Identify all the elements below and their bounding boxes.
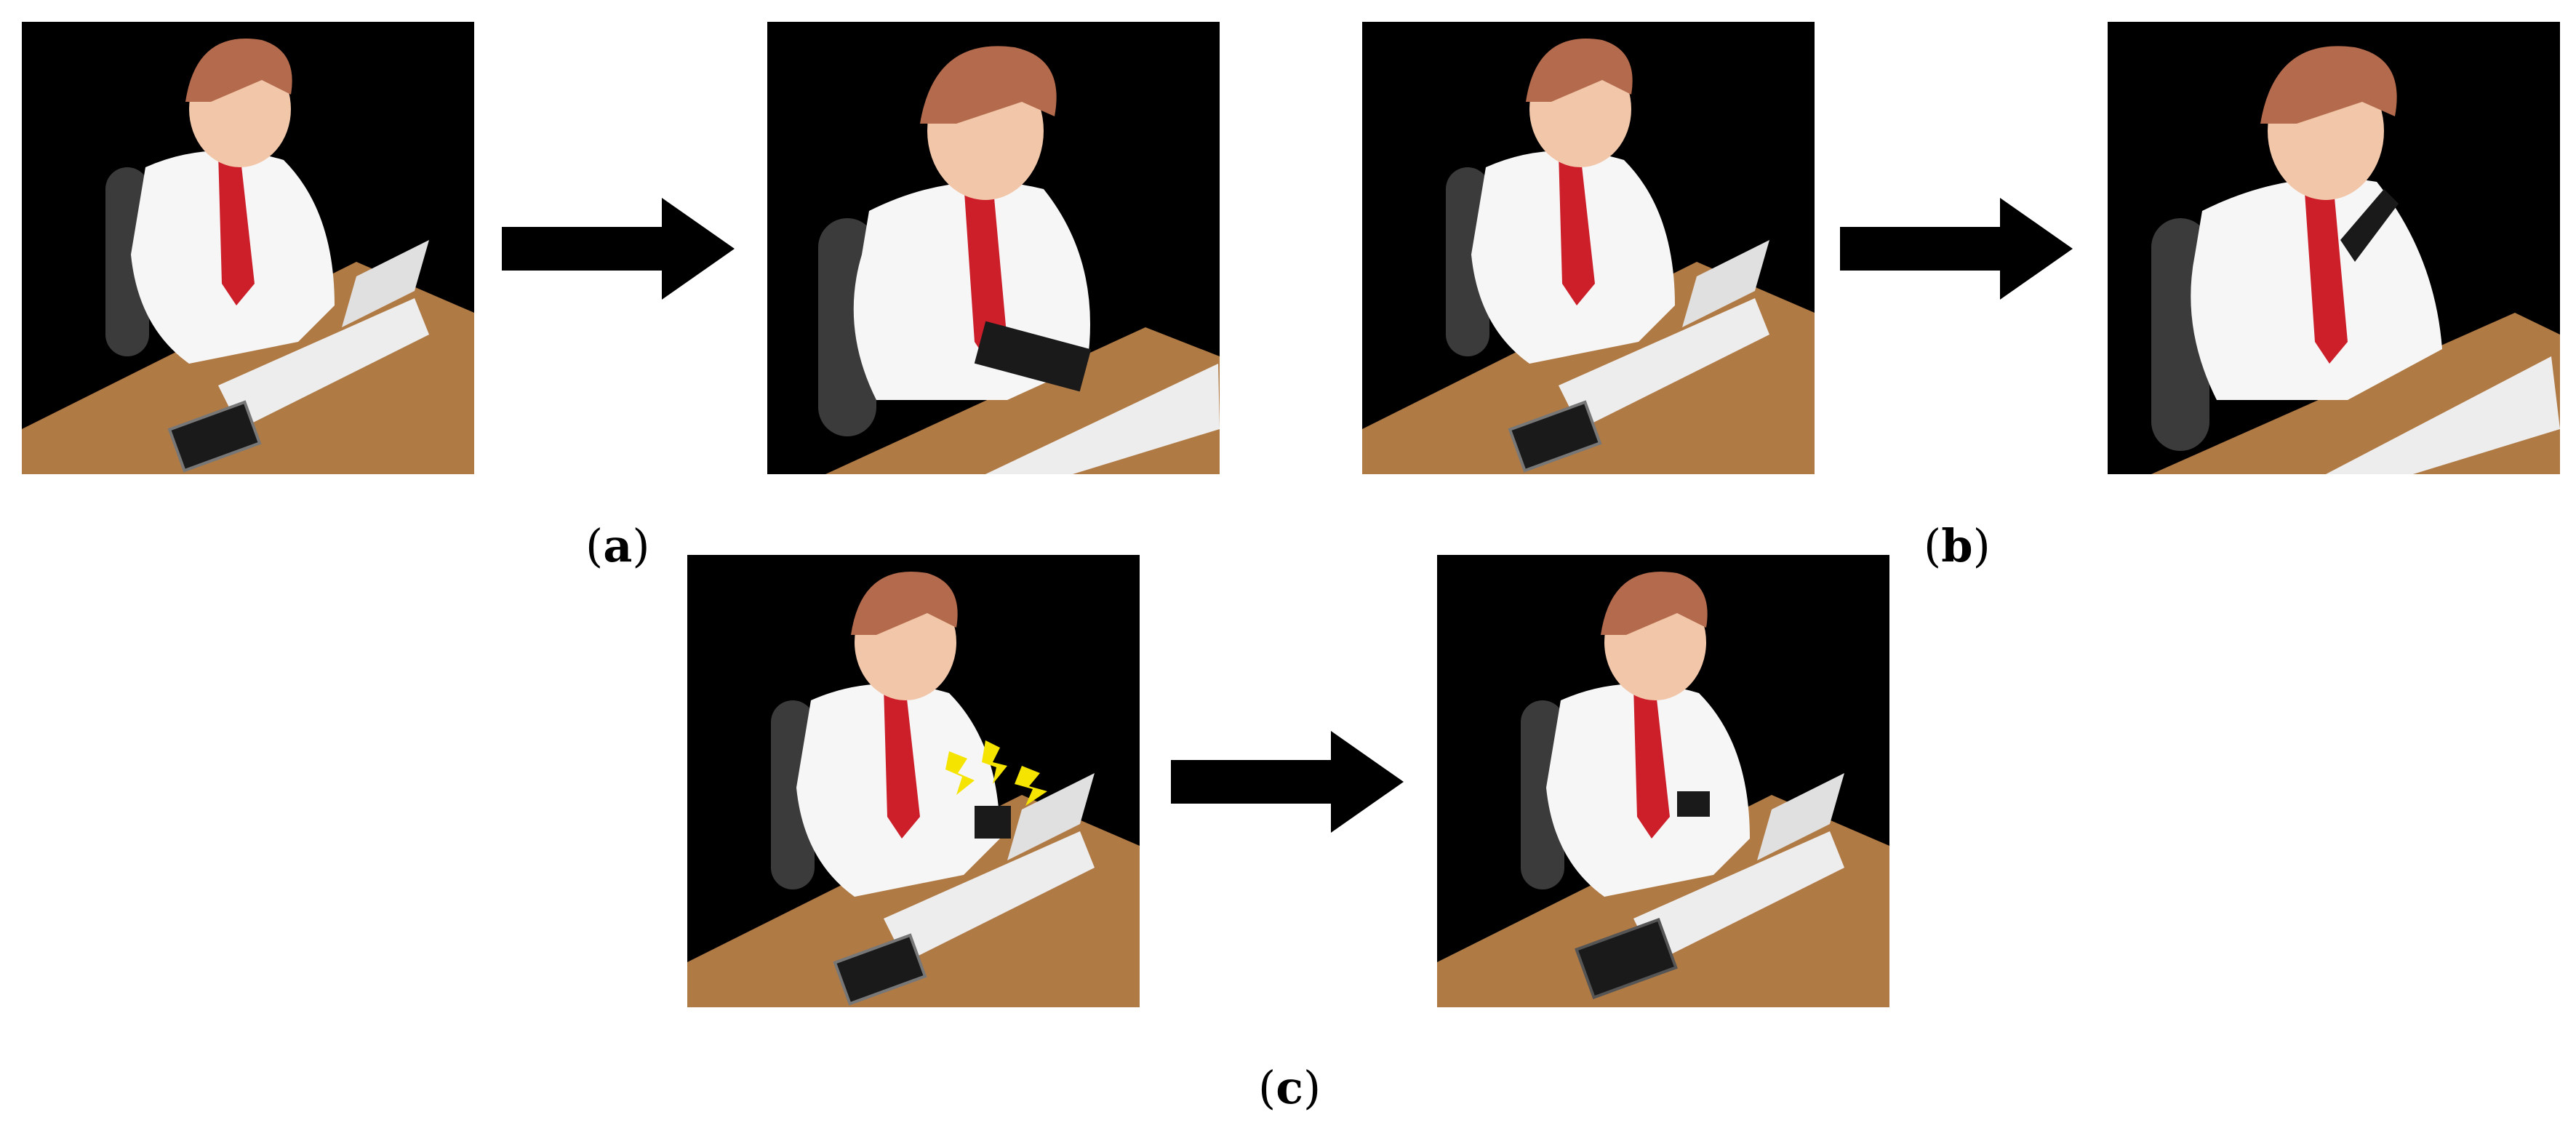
scene-holding-tablet-low — [767, 22, 1220, 474]
scene-typing-smartwatch — [1437, 555, 1889, 1007]
panel-b-after — [2108, 22, 2560, 474]
tie — [2304, 182, 2348, 364]
tablet — [833, 933, 927, 1006]
tablet — [167, 400, 262, 473]
arrow-b — [1840, 198, 2073, 300]
alert-bolt — [1015, 766, 1047, 806]
alert-bolt — [982, 740, 1007, 784]
hair — [920, 46, 1057, 124]
tie — [964, 182, 1007, 364]
smartwatch — [975, 806, 1011, 839]
tie — [1633, 686, 1670, 839]
hair — [1601, 572, 1708, 635]
panel-b-before — [1362, 22, 1815, 474]
tie — [1559, 153, 1595, 305]
laptop-base — [218, 298, 429, 429]
laptop-screen — [1682, 240, 1769, 327]
scene-typing-tablet-on-desk — [22, 22, 474, 474]
scene-holding-tablet-up — [2108, 22, 2560, 474]
tablet — [1508, 400, 1602, 473]
laptop-screen — [1007, 773, 1095, 860]
tie — [884, 686, 920, 839]
panel-a-before — [22, 22, 474, 474]
hair — [851, 572, 958, 635]
tablet — [1575, 918, 1678, 999]
caption-c: (c) — [1258, 1061, 1321, 1114]
caption-a: (a) — [585, 519, 650, 572]
laptop — [985, 364, 1220, 474]
smartwatch — [1677, 791, 1710, 817]
panel-c-after — [1437, 555, 1889, 1007]
scene-typing-tablet-on-desk — [1362, 22, 1815, 474]
laptop-base — [1559, 298, 1769, 429]
arrow-a — [502, 198, 735, 300]
panel-a-after — [767, 22, 1220, 474]
laptop — [2326, 356, 2560, 474]
tablet — [2340, 189, 2399, 262]
laptop-screen — [342, 240, 429, 327]
arrow-c — [1171, 731, 1404, 833]
alert-bolt — [945, 751, 975, 795]
tie — [218, 153, 255, 305]
caption-b: (b) — [1924, 519, 1991, 572]
laptop-base — [1633, 831, 1844, 962]
tablet — [974, 321, 1092, 392]
hair — [2260, 46, 2397, 124]
scene-typing-smartwatch-alert — [687, 555, 1140, 1007]
panel-c-before — [687, 555, 1140, 1007]
hair — [185, 39, 292, 102]
laptop-screen — [1757, 773, 1844, 860]
laptop-base — [884, 831, 1095, 962]
hair — [1526, 39, 1633, 102]
